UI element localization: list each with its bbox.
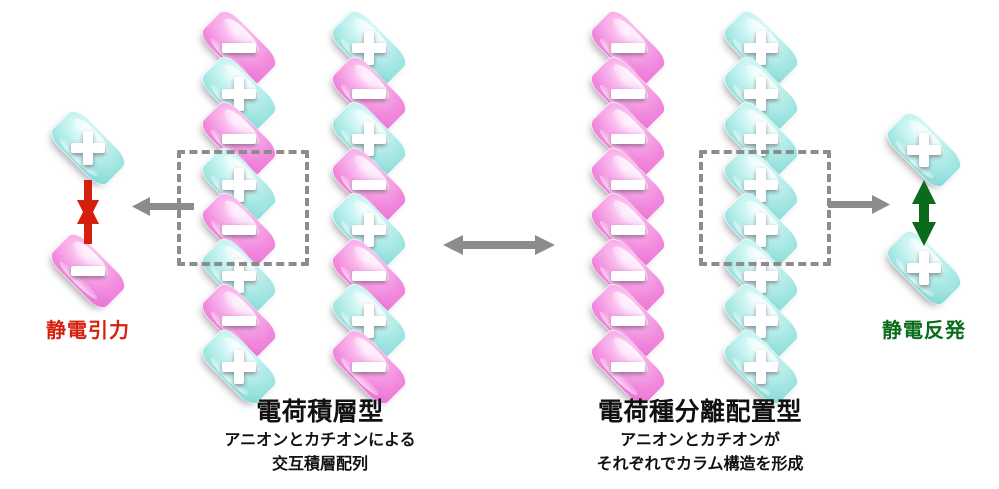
attraction-arrow bbox=[77, 180, 99, 244]
right-caption-sub1: アニオンとカチオンが bbox=[620, 431, 780, 449]
left-caption-sub1: アニオンとカチオンによる bbox=[224, 431, 416, 449]
repulsion-label: 静電反発 bbox=[882, 320, 966, 342]
left-caption: 電荷積層型 アニオンとカチオンによる 交互積層配列 bbox=[224, 398, 415, 476]
left-callout-arrow bbox=[132, 197, 194, 216]
selection-box-right[interactable] bbox=[699, 150, 831, 266]
attraction-label: 静電引力 bbox=[46, 320, 130, 342]
right-caption: 電荷種分離配置型 アニオンとカチオンが それぞれでカラム構造を形成 bbox=[596, 398, 803, 476]
left-caption-title: 電荷積層型 bbox=[256, 398, 384, 426]
center-relation-arrow bbox=[443, 235, 555, 255]
right-caption-sub2: それぞれでカラム構造を形成 bbox=[596, 456, 804, 474]
right-caption-title: 電荷種分離配置型 bbox=[597, 398, 803, 426]
selection-box-left[interactable] bbox=[177, 150, 309, 266]
left-caption-sub2: 交互積層配列 bbox=[271, 456, 369, 474]
right-callout-arrow bbox=[828, 195, 890, 214]
repulsion-arrow bbox=[912, 180, 936, 246]
